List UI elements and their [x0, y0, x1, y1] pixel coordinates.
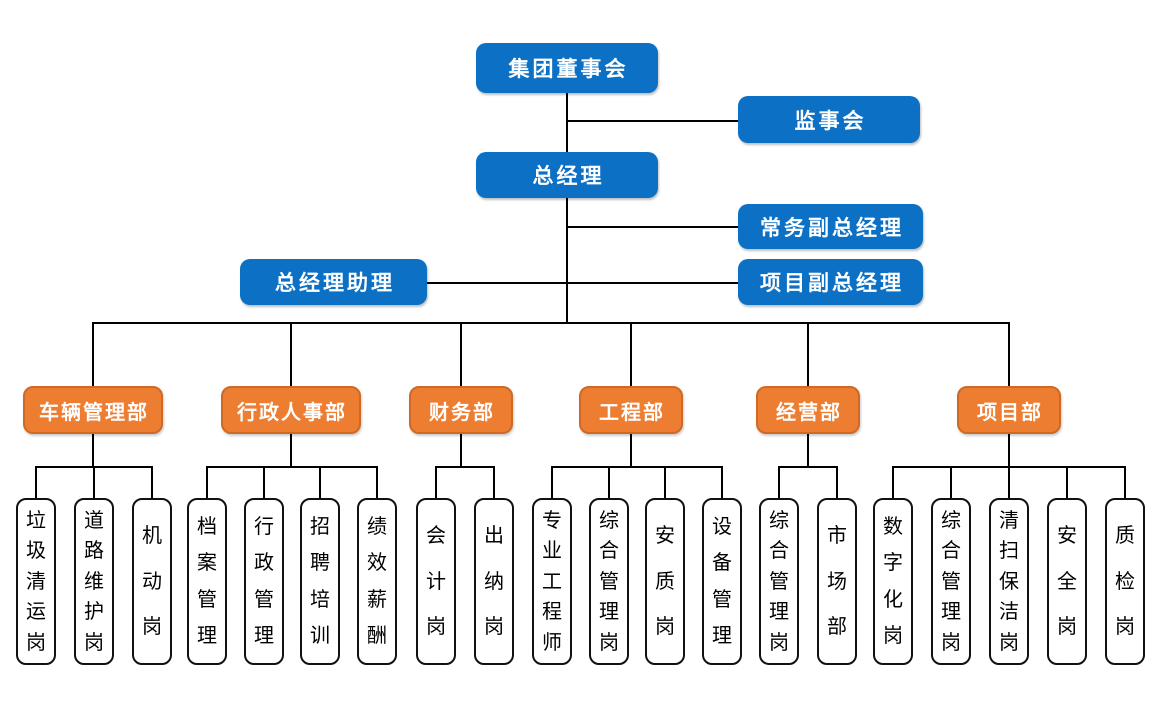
connector — [1008, 322, 1010, 386]
connector — [427, 282, 738, 284]
position-label: 综合管理岗 — [769, 509, 789, 654]
position-label: 安质岗 — [655, 524, 675, 639]
connector — [35, 466, 37, 498]
position-node: 安质岗 — [645, 498, 685, 665]
position-label: 会计岗 — [426, 524, 446, 639]
connector — [207, 466, 377, 468]
node-project-deputy-gm: 项目副总经理 — [738, 259, 923, 305]
connector — [721, 466, 723, 498]
position-node: 综合管理岗 — [759, 498, 799, 665]
position-node: 市场部 — [817, 498, 857, 665]
position-label: 专业工程师 — [542, 509, 562, 654]
connector — [92, 434, 94, 467]
connector — [493, 466, 495, 498]
connector — [1066, 466, 1068, 498]
connector — [460, 434, 462, 467]
connector — [779, 466, 837, 468]
position-label: 清扫保洁岗 — [999, 509, 1019, 654]
connector — [93, 466, 95, 498]
position-label: 设备管理 — [712, 515, 732, 648]
position-label: 综合管理岗 — [941, 509, 961, 654]
position-node: 清扫保洁岗 — [989, 498, 1029, 665]
position-node: 专业工程师 — [532, 498, 572, 665]
connector — [566, 93, 568, 152]
position-label: 出纳岗 — [484, 524, 504, 639]
connector — [630, 434, 632, 467]
connector — [552, 466, 722, 468]
position-node: 行政管理 — [244, 498, 284, 665]
position-label: 数字化岗 — [883, 515, 903, 648]
connector — [567, 120, 738, 122]
connector — [206, 466, 208, 498]
position-label: 机动岗 — [142, 524, 162, 639]
position-label: 绩效薪酬 — [367, 515, 387, 648]
position-label: 垃圾清运岗 — [26, 509, 46, 654]
node-executive-deputy-gm: 常务副总经理 — [738, 204, 923, 249]
connector — [263, 466, 265, 498]
position-node: 绩效薪酬 — [357, 498, 397, 665]
position-label: 质检岗 — [1115, 524, 1135, 639]
position-node: 设备管理 — [702, 498, 742, 665]
position-label: 档案管理 — [197, 515, 217, 648]
position-node: 出纳岗 — [474, 498, 514, 665]
position-label: 行政管理 — [254, 515, 274, 648]
position-node: 安全岗 — [1047, 498, 1087, 665]
connector — [319, 466, 321, 498]
connector — [630, 322, 632, 386]
position-node: 会计岗 — [416, 498, 456, 665]
node-dept-vehicle-management: 车辆管理部 — [23, 386, 163, 434]
node-general-manager: 总经理 — [476, 152, 658, 198]
position-label: 综合管理岗 — [599, 509, 619, 654]
connector — [1008, 434, 1010, 467]
position-label: 招聘培训 — [310, 515, 330, 648]
node-supervisory-board: 监事会 — [738, 96, 920, 143]
connector — [892, 466, 894, 498]
connector — [376, 466, 378, 498]
connector — [1008, 466, 1010, 498]
connector — [807, 322, 809, 386]
position-node: 数字化岗 — [873, 498, 913, 665]
connector — [807, 434, 809, 467]
position-label: 道路维护岗 — [84, 509, 104, 654]
connector — [290, 434, 292, 467]
connector — [551, 466, 553, 498]
connector — [460, 322, 462, 386]
connector — [778, 466, 780, 498]
connector — [436, 466, 494, 468]
connector — [290, 322, 292, 386]
node-dept-engineering: 工程部 — [579, 386, 683, 434]
position-node: 质检岗 — [1105, 498, 1145, 665]
connector — [664, 466, 666, 498]
connector — [435, 466, 437, 498]
position-node: 综合管理岗 — [931, 498, 971, 665]
node-dept-finance: 财务部 — [409, 386, 513, 434]
connector — [567, 226, 738, 228]
node-dept-project: 项目部 — [957, 386, 1061, 434]
connector — [565, 198, 568, 323]
position-node: 招聘培训 — [300, 498, 340, 665]
connector — [92, 322, 1010, 324]
connector — [836, 466, 838, 498]
connector — [1124, 466, 1126, 498]
connector — [151, 466, 153, 498]
connector — [92, 322, 94, 386]
connector — [608, 466, 610, 498]
position-node: 档案管理 — [187, 498, 227, 665]
connector — [950, 466, 952, 498]
position-node: 道路维护岗 — [74, 498, 114, 665]
node-dept-operations: 经营部 — [756, 386, 860, 434]
position-node: 机动岗 — [132, 498, 172, 665]
position-label: 安全岗 — [1057, 524, 1077, 639]
node-board: 集团董事会 — [476, 43, 658, 93]
position-node: 综合管理岗 — [589, 498, 629, 665]
position-label: 市场部 — [827, 524, 847, 639]
node-gm-assistant: 总经理助理 — [240, 259, 427, 305]
position-node: 垃圾清运岗 — [16, 498, 56, 665]
node-dept-admin-hr: 行政人事部 — [221, 386, 361, 434]
